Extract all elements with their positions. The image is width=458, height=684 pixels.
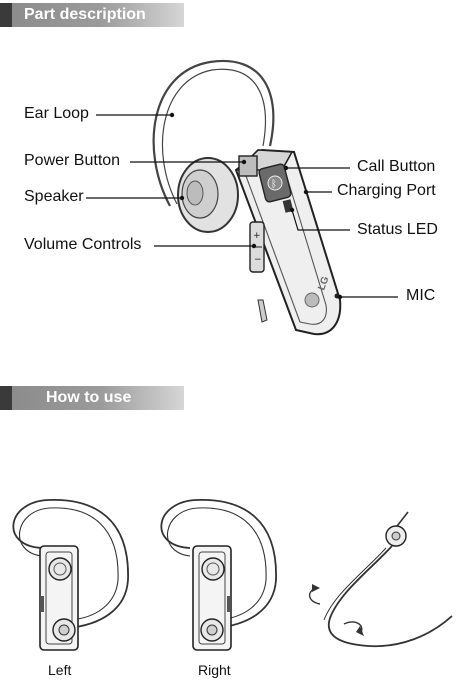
svg-text:ᛒ: ᛒ	[271, 179, 277, 190]
part-description-title: Part description	[24, 6, 146, 23]
volume-controls-label: Volume Controls	[24, 236, 142, 253]
call-button-label: Call Button	[357, 158, 436, 175]
header-accent-bar	[0, 386, 12, 410]
bluetooth-icon	[267, 175, 283, 191]
part-description-header: Part description	[0, 3, 184, 27]
ear-loop-label: Ear Loop	[24, 105, 89, 122]
ear-loop-shape	[152, 59, 275, 207]
power-button-label: Power Button	[24, 152, 121, 169]
header-accent-bar	[0, 3, 12, 27]
speaker-label: Speaker	[24, 188, 84, 205]
charging-port-label: Charging Port	[337, 182, 436, 199]
lg-logo-icon	[304, 292, 320, 308]
how-to-use-title: How to use	[46, 389, 132, 406]
rotation-diagram	[309, 511, 453, 648]
svg-text:+: +	[253, 231, 261, 241]
status-led-label: Status LED	[357, 221, 438, 238]
headset-body	[234, 148, 342, 336]
right-caption: Right	[198, 662, 231, 678]
mic-label: MIC	[406, 287, 436, 304]
right-ear-diagram	[160, 499, 277, 651]
how-to-use-header: How to use	[0, 386, 184, 410]
left-ear-diagram	[12, 499, 129, 651]
left-caption: Left	[48, 662, 72, 678]
svg-text:−: −	[254, 255, 262, 265]
